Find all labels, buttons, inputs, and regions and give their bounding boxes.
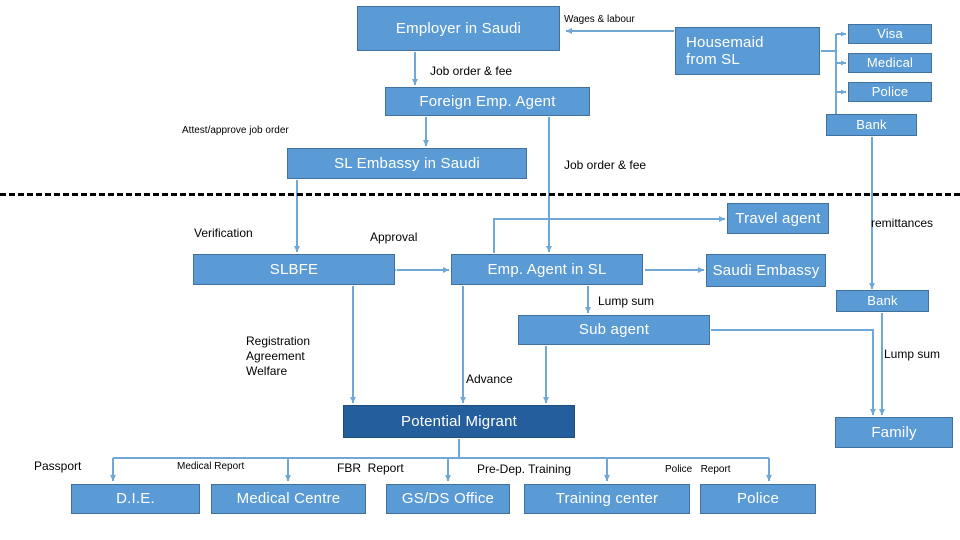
node-saudi-embassy[interactable]: Saudi Embassy: [706, 254, 826, 287]
node-label: Employer in Saudi: [395, 19, 522, 37]
node-bank-bottom[interactable]: Bank: [836, 290, 929, 312]
edge-label-registration-agreement-welfare: Registration Agreement Welfare: [246, 334, 311, 378]
node-training-center[interactable]: Training center: [524, 484, 690, 514]
node-label: Saudi Embassy: [712, 261, 820, 279]
edge-label-wages-labour: Wages & labour: [564, 14, 635, 25]
edge-label-police-report: Police Report: [665, 464, 731, 475]
node-employer[interactable]: Employer in Saudi: [357, 6, 560, 51]
node-bank-top[interactable]: Bank: [826, 114, 917, 136]
node-gs-ds-office[interactable]: GS/DS Office: [386, 484, 510, 514]
node-travel-agent[interactable]: Travel agent: [727, 203, 829, 234]
node-housemaid[interactable]: Housemaid from SL: [675, 27, 820, 75]
node-slbfe[interactable]: SLBFE: [193, 254, 395, 285]
node-label: Family: [871, 423, 917, 441]
node-label: Medical: [866, 54, 914, 70]
node-label: Potential Migrant: [401, 412, 517, 430]
node-label: Visa: [877, 25, 903, 41]
country-border-dashed-line: [0, 193, 960, 196]
edge-label-advance: Advance: [466, 372, 513, 386]
edge-label-lump-sum-sub-agent: Lump sum: [598, 294, 655, 308]
node-label: Bank: [867, 292, 898, 308]
node-police-bottom[interactable]: Police: [700, 484, 816, 514]
node-sub-agent[interactable]: Sub agent: [518, 315, 710, 345]
node-label: Sub agent: [578, 321, 650, 339]
node-label: Medical Centre: [236, 490, 341, 508]
node-label: Bank: [856, 116, 887, 132]
node-medical-centre[interactable]: Medical Centre: [211, 484, 366, 514]
node-emp-agent-in-sl[interactable]: Emp. Agent in SL: [451, 254, 643, 285]
edge-label-medical-report: Medical Report: [177, 461, 245, 472]
node-potential-migrant[interactable]: Potential Migrant: [343, 405, 575, 438]
node-label: Housemaid from SL: [686, 33, 764, 68]
edge-label-job-order-fee-agent: Job order & fee: [564, 158, 647, 172]
node-label: Training center: [555, 490, 659, 508]
edge-label-lump-sum-family: Lump sum: [884, 347, 941, 361]
node-label: SL Embassy in Saudi: [334, 154, 480, 172]
edge-label-pre-dep-training: Pre-Dep. Training: [477, 462, 572, 476]
node-sl-embassy-in-saudi[interactable]: SL Embassy in Saudi: [287, 148, 527, 179]
node-foreign-emp-agent[interactable]: Foreign Emp. Agent: [385, 87, 590, 116]
node-label: Police: [736, 490, 780, 508]
edge-label-passport: Passport: [34, 459, 82, 473]
node-family[interactable]: Family: [835, 417, 953, 448]
edge-label-verification: Verification: [194, 226, 253, 240]
node-label: GS/DS Office: [401, 490, 495, 508]
node-label: Police: [871, 83, 909, 99]
node-police-top[interactable]: Police: [848, 82, 932, 102]
node-label: SLBFE: [269, 260, 319, 278]
edge-label-attest-approve-job-order: Attest/approve job order: [182, 125, 289, 136]
node-label: Foreign Emp. Agent: [419, 92, 556, 110]
node-label: Travel agent: [735, 209, 821, 227]
node-label: Emp. Agent in SL: [487, 260, 607, 278]
node-medical[interactable]: Medical: [848, 53, 932, 73]
node-visa[interactable]: Visa: [848, 24, 932, 44]
node-label: D.I.E.: [116, 490, 155, 508]
edge-label-fbr-report: FBR Report: [337, 461, 404, 475]
node-die[interactable]: D.I.E.: [71, 484, 200, 514]
edge-label-job-order-fee-employer: Job order & fee: [430, 64, 513, 78]
edge-label-approval: Approval: [370, 230, 418, 244]
edge-label-remittances: remittances: [871, 216, 934, 230]
